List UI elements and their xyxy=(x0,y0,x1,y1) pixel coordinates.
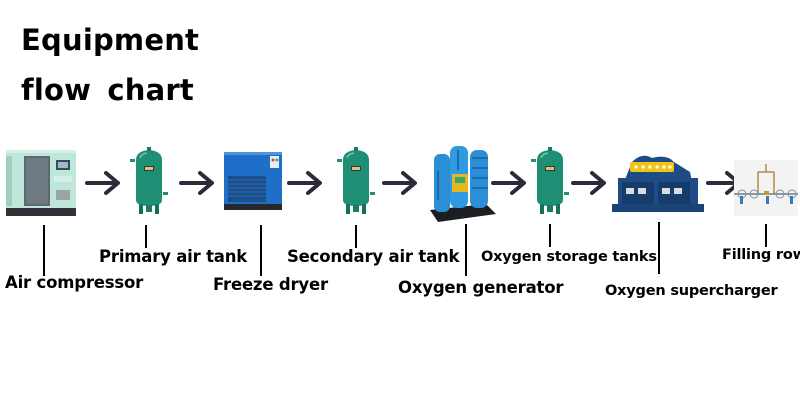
title-line-1: Equipment xyxy=(21,23,200,57)
air-tank-icon xyxy=(336,146,376,216)
flow-arrow-icon xyxy=(570,170,608,196)
title-line-2: flow chart xyxy=(21,73,194,107)
flow-arrow-icon xyxy=(178,170,216,196)
supercharger-icon xyxy=(612,155,704,212)
label-filling-row: Filling row xyxy=(722,247,800,263)
label-primary-air-tank: Primary air tank xyxy=(99,247,248,266)
label-secondary-air-tank: Secondary air tank xyxy=(287,247,460,266)
air-tank-icon xyxy=(129,146,169,216)
air-compressor-icon xyxy=(6,150,76,216)
leader-line xyxy=(465,224,467,276)
flow-arrow-icon xyxy=(84,170,122,196)
leader-line xyxy=(549,224,551,247)
label-oxygen-supercharger: Oxygen supercharger xyxy=(605,283,778,299)
flow-arrow-icon xyxy=(286,170,324,196)
leader-line xyxy=(145,225,147,248)
storage-tank-icon xyxy=(530,146,570,216)
label-freeze-dryer: Freeze dryer xyxy=(213,275,328,294)
label-oxygen-generator: Oxygen generator xyxy=(398,278,564,297)
leader-line xyxy=(43,225,45,276)
label-air-compressor: Air compressor xyxy=(5,273,144,292)
flow-arrow-icon xyxy=(490,170,528,196)
leader-line xyxy=(658,222,660,274)
leader-line xyxy=(765,224,767,247)
label-oxygen-storage-tanks: Oxygen storage tanks xyxy=(481,249,657,265)
filling-row-icon xyxy=(734,160,798,216)
leader-line xyxy=(260,225,262,276)
freeze-dryer-icon xyxy=(224,152,282,210)
leader-line xyxy=(355,225,357,248)
flow-arrow-icon xyxy=(381,170,419,196)
oxygen-generator-icon xyxy=(430,146,496,222)
